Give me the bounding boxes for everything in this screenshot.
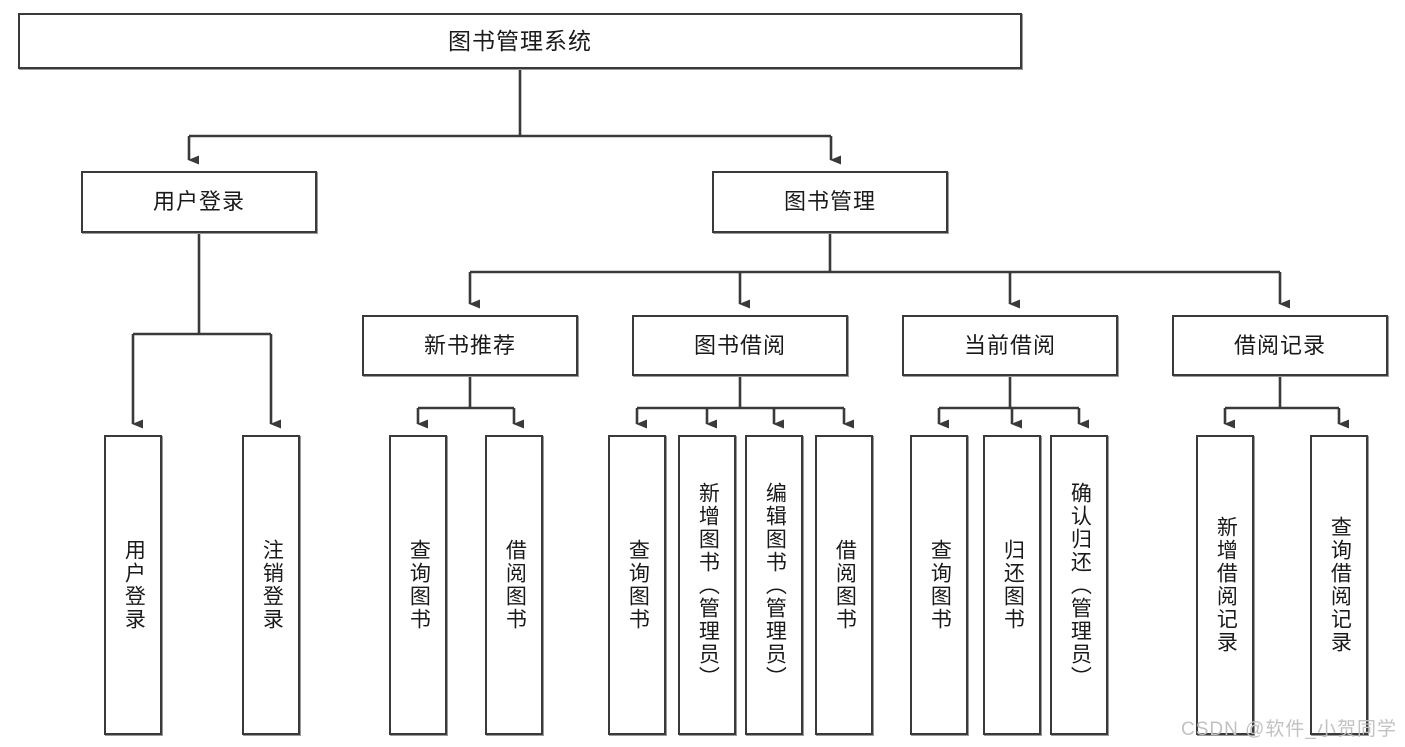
node-book-manage[interactable]: 图书管理 xyxy=(712,171,948,233)
node-leaf-query-book-2[interactable]: 查询图书 xyxy=(608,435,666,735)
node-root[interactable]: 图书管理系统 xyxy=(18,13,1022,69)
node-leaf-query-record-label: 查询借阅记录 xyxy=(1328,516,1352,654)
node-leaf-borrow-book-1-label: 借阅图书 xyxy=(503,539,527,631)
node-leaf-user-login-label: 用户登录 xyxy=(122,539,146,631)
node-leaf-user-login[interactable]: 用户登录 xyxy=(104,435,162,735)
node-leaf-logout-label: 注销登录 xyxy=(260,539,284,631)
node-new-book-rec-label: 新书推荐 xyxy=(423,332,516,358)
node-leaf-logout[interactable]: 注销登录 xyxy=(242,435,300,735)
node-user-login-label: 用户登录 xyxy=(152,189,245,215)
node-leaf-borrow-book-1[interactable]: 借阅图书 xyxy=(485,435,543,735)
watermark: CSDN @软件_小贺同学 xyxy=(1181,719,1397,740)
node-borrow-record[interactable]: 借阅记录 xyxy=(1172,315,1388,376)
node-current-borrow-label: 当前借阅 xyxy=(963,332,1056,358)
node-root-label: 图书管理系统 xyxy=(448,27,592,54)
node-leaf-add-book[interactable]: 新增图书（管理员） xyxy=(678,435,736,735)
node-leaf-add-record[interactable]: 新增借阅记录 xyxy=(1196,435,1254,735)
node-new-book-rec[interactable]: 新书推荐 xyxy=(362,315,578,376)
node-leaf-add-book-label: 新增图书（管理员） xyxy=(696,481,720,689)
node-book-borrow[interactable]: 图书借阅 xyxy=(632,315,848,376)
node-leaf-query-book-3-label: 查询图书 xyxy=(928,539,952,631)
node-leaf-add-record-label: 新增借阅记录 xyxy=(1214,516,1238,654)
node-leaf-borrow-book-2[interactable]: 借阅图书 xyxy=(815,435,873,735)
node-book-manage-label: 图书管理 xyxy=(783,189,876,215)
node-leaf-return-book[interactable]: 归还图书 xyxy=(983,435,1041,735)
node-leaf-confirm-return[interactable]: 确认归还（管理员） xyxy=(1050,435,1108,735)
node-leaf-query-record[interactable]: 查询借阅记录 xyxy=(1310,435,1368,735)
node-current-borrow[interactable]: 当前借阅 xyxy=(902,315,1118,376)
node-leaf-edit-book-label: 编辑图书（管理员） xyxy=(763,481,787,689)
node-book-borrow-label: 图书借阅 xyxy=(693,332,786,358)
node-leaf-confirm-return-label: 确认归还（管理员） xyxy=(1068,481,1092,689)
node-leaf-edit-book[interactable]: 编辑图书（管理员） xyxy=(745,435,803,735)
node-borrow-record-label: 借阅记录 xyxy=(1233,332,1326,358)
node-leaf-query-book-3[interactable]: 查询图书 xyxy=(910,435,968,735)
node-leaf-borrow-book-2-label: 借阅图书 xyxy=(833,539,857,631)
node-leaf-return-book-label: 归还图书 xyxy=(1001,539,1025,631)
node-user-login[interactable]: 用户登录 xyxy=(81,171,317,233)
node-leaf-query-book-1-label: 查询图书 xyxy=(407,539,431,631)
node-leaf-query-book-2-label: 查询图书 xyxy=(626,539,650,631)
node-leaf-query-book-1[interactable]: 查询图书 xyxy=(389,435,447,735)
